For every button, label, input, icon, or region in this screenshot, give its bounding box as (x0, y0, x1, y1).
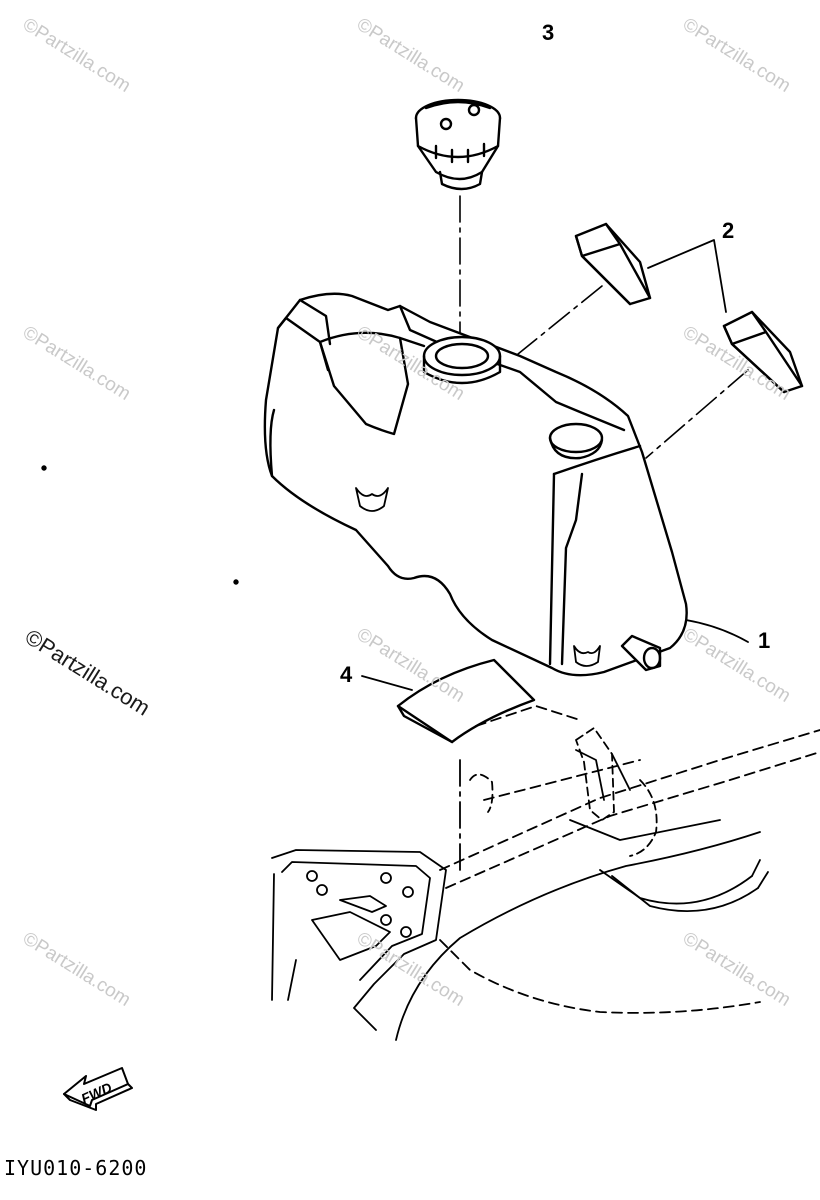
fuel-tank-part[interactable] (263, 292, 688, 677)
damper-pad-part[interactable] (574, 222, 804, 394)
diagram-code: IYU010-6200 (4, 1156, 148, 1180)
callout-1: 1 (758, 628, 770, 653)
tank-damper-part[interactable] (396, 658, 536, 744)
fwd-arrow-icon (63, 1067, 133, 1111)
frame-section (271, 705, 820, 1041)
callout-4: 4 (340, 662, 353, 687)
callout-2: 2 (722, 218, 734, 243)
callout-3: 3 (542, 20, 554, 45)
fuel-cap-part[interactable] (414, 98, 502, 191)
